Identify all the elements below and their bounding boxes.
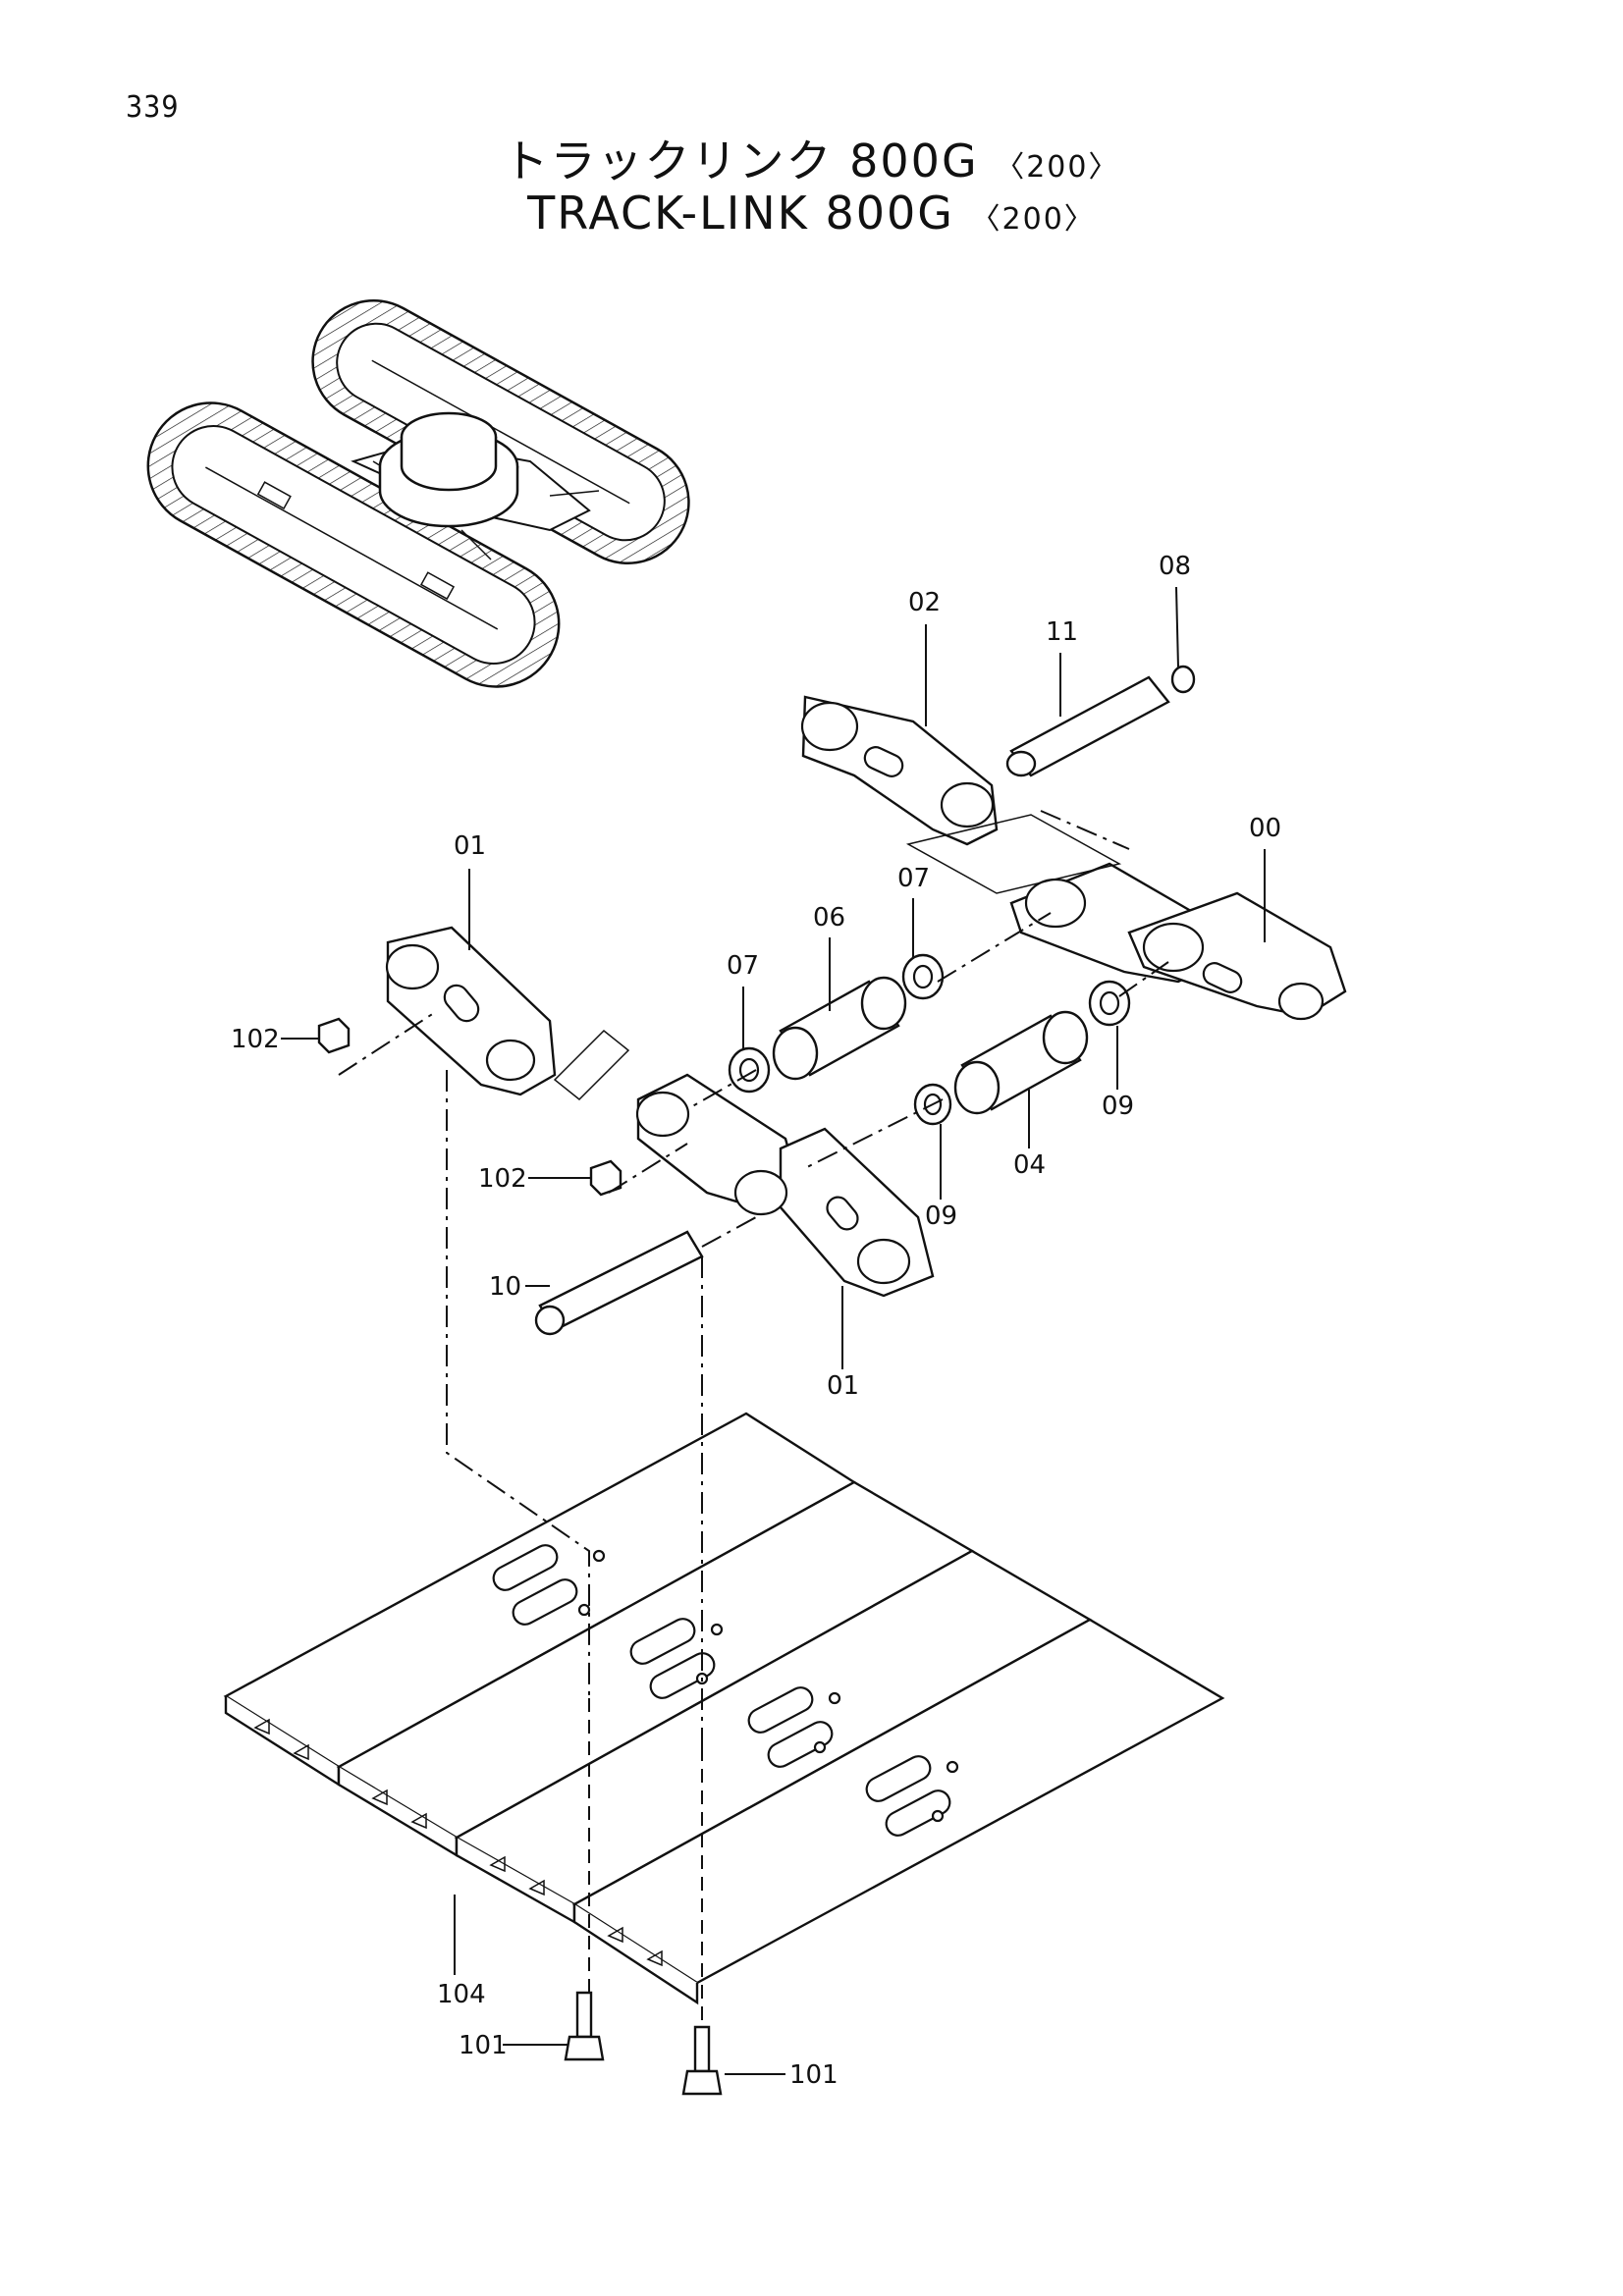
track-link-02 [800,695,999,846]
undercarriage-overview-illustration [146,298,690,688]
shoe-bolt-101-b [681,2025,723,2096]
title-en-suffix: 〈200〉 [970,202,1096,237]
callout-101-right: 101 [789,2060,839,2090]
snap-ring-08 [1170,665,1196,694]
title-japanese: トラックリンク 800G 〈200〉 [0,126,1623,190]
title-english: TRACK-LINK 800G 〈200〉 [0,187,1623,240]
track-link-01-center [635,1073,935,1298]
shoe-bolt-slots [492,1544,959,1837]
callout-07-right: 07 [897,864,930,893]
shoe-nut-102-b [589,1159,622,1197]
rear-crawler-track [311,298,690,565]
master-link-00 [1009,862,1347,1021]
title-en-text: TRACK-LINK 800G [527,187,954,240]
shoe-bolt-101-a [564,1991,605,2061]
bushing-04 [953,1010,1089,1115]
track-pin-10 [534,1230,704,1336]
title-jp-suffix: 〈200〉 [995,150,1120,185]
bushing-06 [772,976,907,1081]
callout-07-left: 07 [727,951,759,981]
callout-00: 00 [1249,814,1281,843]
callout-01-bottom: 01 [827,1371,859,1401]
front-crawler-track [146,401,561,688]
callout-102-upper: 102 [231,1025,280,1054]
callout-102-lower: 102 [478,1164,527,1194]
callout-02: 02 [908,588,941,617]
callout-104: 104 [437,1980,486,2009]
callout-labels: 08 02 11 01 00 07 06 07 102 09 04 102 09… [231,552,1281,2090]
page-number: 339 [126,90,180,125]
track-shoe-4 [571,1618,1225,2005]
callout-04: 04 [1013,1150,1046,1180]
track-shoe-assembly [223,1412,1225,2005]
track-link-01-left [385,926,557,1096]
callout-09-left: 09 [925,1201,957,1231]
title-jp-text: トラックリンク 800G [503,134,979,187]
callout-10: 10 [489,1272,521,1302]
assembly-guide-lines [338,810,1169,2027]
callout-11: 11 [1046,617,1078,647]
callout-01-top: 01 [454,831,486,861]
callout-06: 06 [813,903,845,933]
leader-lines [281,586,1266,2075]
callout-09-right: 09 [1102,1092,1134,1121]
shoe-nut-102-a [317,1017,351,1054]
callout-08: 08 [1159,552,1191,581]
callout-101-left: 101 [459,2031,508,2060]
master-pin-11 [1005,675,1170,777]
